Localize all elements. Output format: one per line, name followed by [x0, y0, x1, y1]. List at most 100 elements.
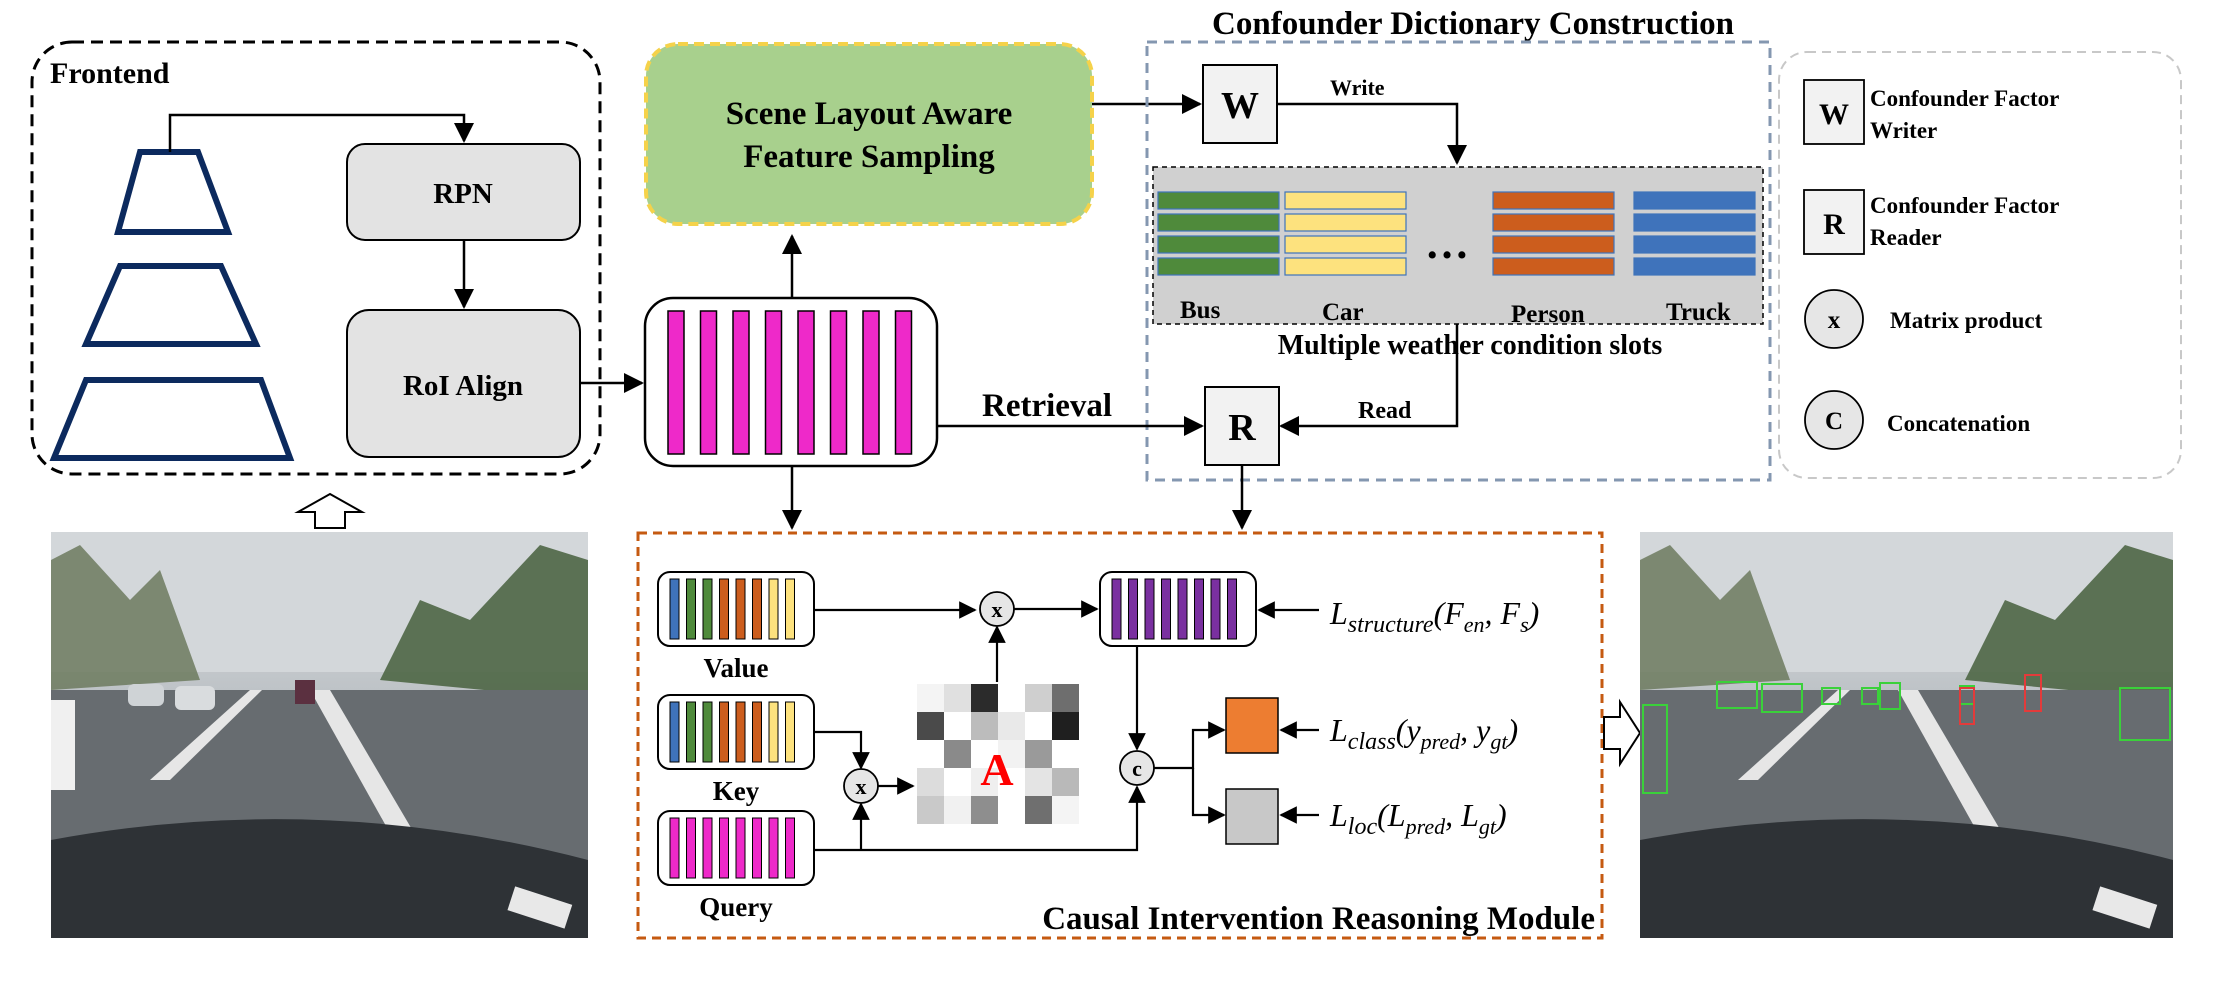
attention-cell — [944, 740, 971, 768]
value-bar — [752, 578, 762, 640]
causal-intervention-module: Causal Intervention Reasoning Module Val… — [636, 531, 1604, 940]
reader-box — [1204, 386, 1280, 466]
attention-cell — [998, 684, 1025, 712]
concat-symbol: c — [1132, 756, 1142, 781]
attention-cell — [971, 796, 998, 824]
query-label: Query — [699, 892, 773, 922]
fpn-to-rpn-arrow — [168, 113, 474, 152]
query-bar — [735, 817, 746, 879]
key-bar — [752, 701, 762, 763]
writer-box — [1202, 64, 1278, 144]
roi-feature-bars — [667, 310, 913, 455]
attention-cell — [998, 768, 1025, 796]
causal-module-title: Causal Intervention Reasoning Module — [1042, 901, 1595, 937]
attention-cell — [998, 712, 1025, 740]
weather-slot-bar — [1633, 191, 1756, 210]
enhanced-feature-bar — [1210, 578, 1221, 640]
attention-cell — [1025, 712, 1052, 740]
weather-slot-bar — [1157, 213, 1280, 232]
frontend-panel: Frontend RPN RoI Align — [30, 40, 602, 476]
weather-slot-bar — [1492, 235, 1615, 254]
query-bar — [719, 817, 729, 879]
value-bars — [669, 578, 795, 640]
attention-cell — [917, 796, 944, 824]
weather-slot-bar — [1492, 191, 1615, 210]
value-bar — [686, 578, 696, 640]
query-bars — [669, 817, 795, 879]
confounder-dictionary-panel: Confounder Dictionary Construction W Wri… — [1145, 6, 1772, 482]
structure-loss-label: Lstructure(Fen, Fs) — [1329, 595, 1539, 638]
weather-slot-bar — [1633, 257, 1756, 276]
legend-dashed-border — [1778, 51, 2182, 479]
slot-label-truck: Truck — [1666, 299, 1731, 326]
slots-caption: Multiple weather condition slots — [1278, 330, 1663, 361]
retrieval-label: Retrieval — [982, 388, 1112, 424]
attention-cell — [1052, 712, 1079, 740]
legend-panel: W Confounder Factor Writer R Confounder … — [1778, 51, 2182, 479]
roi-feature-bar — [829, 310, 848, 455]
concat-to-class-arrow — [1154, 721, 1226, 770]
enhanced-feature-bar — [1144, 578, 1155, 640]
attention-cell — [998, 796, 1025, 824]
legend-reader-box — [1803, 189, 1865, 255]
key-bar — [768, 701, 779, 763]
roi-feature-bar — [894, 310, 913, 455]
legend-writer-box — [1803, 79, 1865, 145]
attention-letter: A — [980, 744, 1013, 795]
enhanced-feature-bar — [1227, 578, 1237, 640]
weather-slot-bar — [1492, 213, 1615, 232]
legend-writer-line1: Confounder Factor — [1870, 86, 2059, 111]
attention-cell — [1025, 740, 1052, 768]
query-bar — [785, 817, 795, 879]
key-query-product-symbol: x — [856, 774, 867, 799]
attention-cell — [917, 740, 944, 768]
writer-symbol: W — [1221, 85, 1259, 127]
dictionary-dashed-border — [1145, 40, 1772, 482]
read-label: Read — [1358, 398, 1412, 424]
attention-cell — [971, 684, 998, 712]
attention-cell — [944, 768, 971, 796]
loc-loss-label: Lloc(Lpred, Lgt) — [1329, 797, 1507, 840]
weather-slot-bar — [1284, 257, 1407, 276]
dictionary-title: Confounder Dictionary Construction — [1212, 6, 1734, 42]
roi-feature-box — [580, 296, 939, 468]
value-bar — [719, 578, 729, 640]
attention-map — [917, 684, 1079, 824]
attention-cell — [1052, 796, 1079, 824]
loc-head-box — [1225, 788, 1279, 845]
attention-cell — [944, 796, 971, 824]
fpn-level-2-trapezoid — [81, 263, 261, 347]
fpn-level-1-trapezoid — [114, 149, 233, 235]
write-label: Write — [1330, 75, 1385, 100]
frontend-dashed-border — [30, 40, 602, 476]
attention-cell — [1025, 768, 1052, 796]
roi-align-label: RoI Align — [403, 370, 523, 402]
attention-cell — [1052, 684, 1079, 712]
value-bar — [735, 578, 746, 640]
key-bar — [719, 701, 729, 763]
legend-writer-line2: Writer — [1870, 118, 1937, 143]
legend-concat-symbol: C — [1825, 408, 1843, 435]
weather-slot-bar — [1492, 257, 1615, 276]
attention-cell — [1025, 684, 1052, 712]
query-bar — [768, 817, 779, 879]
value-attention-product-symbol: x — [992, 597, 1003, 622]
input-up-arrow — [294, 492, 366, 529]
scene-layout-line1: Scene Layout Aware — [726, 96, 1013, 132]
attention-cell — [971, 740, 998, 768]
roi-feature-bar — [699, 310, 718, 455]
enhanced-feature-bars — [1111, 578, 1237, 640]
legend-reader-symbol: R — [1823, 208, 1845, 241]
legend-matrix-product-icon — [1804, 289, 1864, 349]
attention-cell — [1052, 740, 1079, 768]
key-bar — [686, 701, 696, 763]
slot-label-person: Person — [1511, 301, 1585, 328]
key-to-product-arrow — [814, 730, 870, 770]
key-label: Key — [713, 776, 760, 806]
reader-symbol: R — [1228, 407, 1256, 449]
enhanced-feature-bar — [1111, 578, 1122, 640]
enhanced-feature-bar — [1194, 578, 1204, 640]
causal-dashed-border — [636, 531, 1604, 940]
frontend-title: Frontend — [50, 57, 170, 90]
